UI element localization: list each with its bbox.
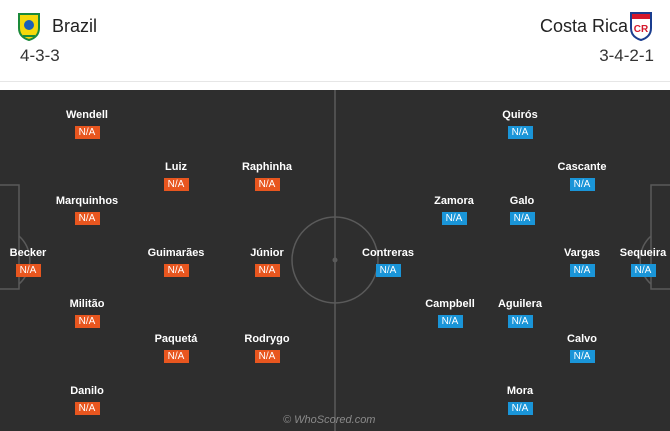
rating-badge: N/A <box>163 264 189 277</box>
player-name: Paquetá <box>154 333 198 345</box>
player-zamora[interactable]: Zamora N/A <box>404 195 504 226</box>
home-formation: 4-3-3 <box>20 46 60 65</box>
rating-badge: N/A <box>15 264 41 277</box>
rating-badge: N/A <box>507 402 533 415</box>
player-quiros[interactable]: Quirós N/A <box>470 109 570 140</box>
player-sequeira[interactable]: Sequeira N/A <box>593 247 670 278</box>
player-marquinhos[interactable]: Marquinhos N/A <box>37 195 137 226</box>
player-guimaraes[interactable]: Guimarães N/A <box>126 247 226 278</box>
rating-badge: N/A <box>254 264 280 277</box>
player-luiz[interactable]: Luiz N/A <box>126 161 226 192</box>
player-name: Aguilera <box>497 298 542 310</box>
player-calvo[interactable]: Calvo N/A <box>532 333 632 364</box>
rating-badge: N/A <box>507 126 533 139</box>
pitch-markings <box>0 90 670 431</box>
player-galo[interactable]: Galo N/A <box>472 195 572 226</box>
player-name: Júnior <box>250 247 284 259</box>
player-name: Galo <box>509 195 535 207</box>
player-danilo[interactable]: Danilo N/A <box>37 385 137 416</box>
player-cascante[interactable]: Cascante N/A <box>532 161 632 192</box>
football-pitch <box>0 90 670 431</box>
player-name: Vargas <box>563 247 601 259</box>
player-vargas[interactable]: Vargas N/A <box>532 247 632 278</box>
rating-badge: N/A <box>507 315 533 328</box>
svg-text:CR: CR <box>634 24 649 35</box>
player-name: Contreras <box>362 247 414 259</box>
rating-badge: N/A <box>441 212 467 225</box>
rating-badge: N/A <box>569 350 595 363</box>
player-name: Mora <box>506 385 534 397</box>
player-name: Becker <box>9 247 47 259</box>
rating-badge: N/A <box>375 264 401 277</box>
rating-badge: N/A <box>74 212 100 225</box>
player-name: Sequeira <box>619 247 667 259</box>
player-name: Quirós <box>502 109 538 121</box>
rating-badge: N/A <box>569 178 595 191</box>
rating-badge: N/A <box>437 315 463 328</box>
player-name: Wendell <box>66 109 108 121</box>
player-name: Calvo <box>567 333 597 345</box>
player-rodrygo[interactable]: Rodrygo N/A <box>217 333 317 364</box>
player-campbell[interactable]: Campbell N/A <box>400 298 500 329</box>
player-name: Cascante <box>557 161 607 173</box>
player-militao[interactable]: Militão N/A <box>37 298 137 329</box>
player-name: Zamora <box>434 195 474 207</box>
player-contreras[interactable]: Contreras N/A <box>338 247 438 278</box>
rating-badge: N/A <box>569 264 595 277</box>
player-name: Luiz <box>165 161 187 173</box>
player-name: Campbell <box>425 298 475 310</box>
player-raphinha[interactable]: Raphinha N/A <box>217 161 317 192</box>
match-header: Brazil 4-3-3 Costa Rica CR 3-4-2-1 <box>0 0 670 82</box>
player-mora[interactable]: Mora N/A <box>470 385 570 416</box>
player-name: Militão <box>69 298 105 310</box>
player-name: Guimarães <box>147 247 205 259</box>
costa-rica-crest-icon: CR <box>630 12 652 42</box>
home-team-name[interactable]: Brazil <box>52 16 98 36</box>
rating-badge: N/A <box>74 315 100 328</box>
player-name: Rodrygo <box>244 333 290 345</box>
player-name: Danilo <box>70 385 104 397</box>
away-team-name[interactable]: Costa Rica <box>539 16 628 36</box>
player-aguilera[interactable]: Aguilera N/A <box>470 298 570 329</box>
rating-badge: N/A <box>509 212 535 225</box>
rating-badge: N/A <box>163 350 189 363</box>
rating-badge: N/A <box>630 264 656 277</box>
player-paqueta[interactable]: Paquetá N/A <box>126 333 226 364</box>
rating-badge: N/A <box>74 126 100 139</box>
player-wendell[interactable]: Wendell N/A <box>37 109 137 140</box>
player-name: Raphinha <box>241 161 293 173</box>
brazil-crest-icon <box>18 13 40 42</box>
rating-badge: N/A <box>254 178 280 191</box>
player-junior[interactable]: Júnior N/A <box>217 247 317 278</box>
away-formation: 3-4-2-1 <box>599 46 654 65</box>
player-becker[interactable]: Becker N/A <box>0 247 78 278</box>
rating-badge: N/A <box>254 350 280 363</box>
watermark-text: © WhoScored.com <box>283 414 376 426</box>
rating-badge: N/A <box>163 178 189 191</box>
player-name: Marquinhos <box>55 195 119 207</box>
rating-badge: N/A <box>74 402 100 415</box>
